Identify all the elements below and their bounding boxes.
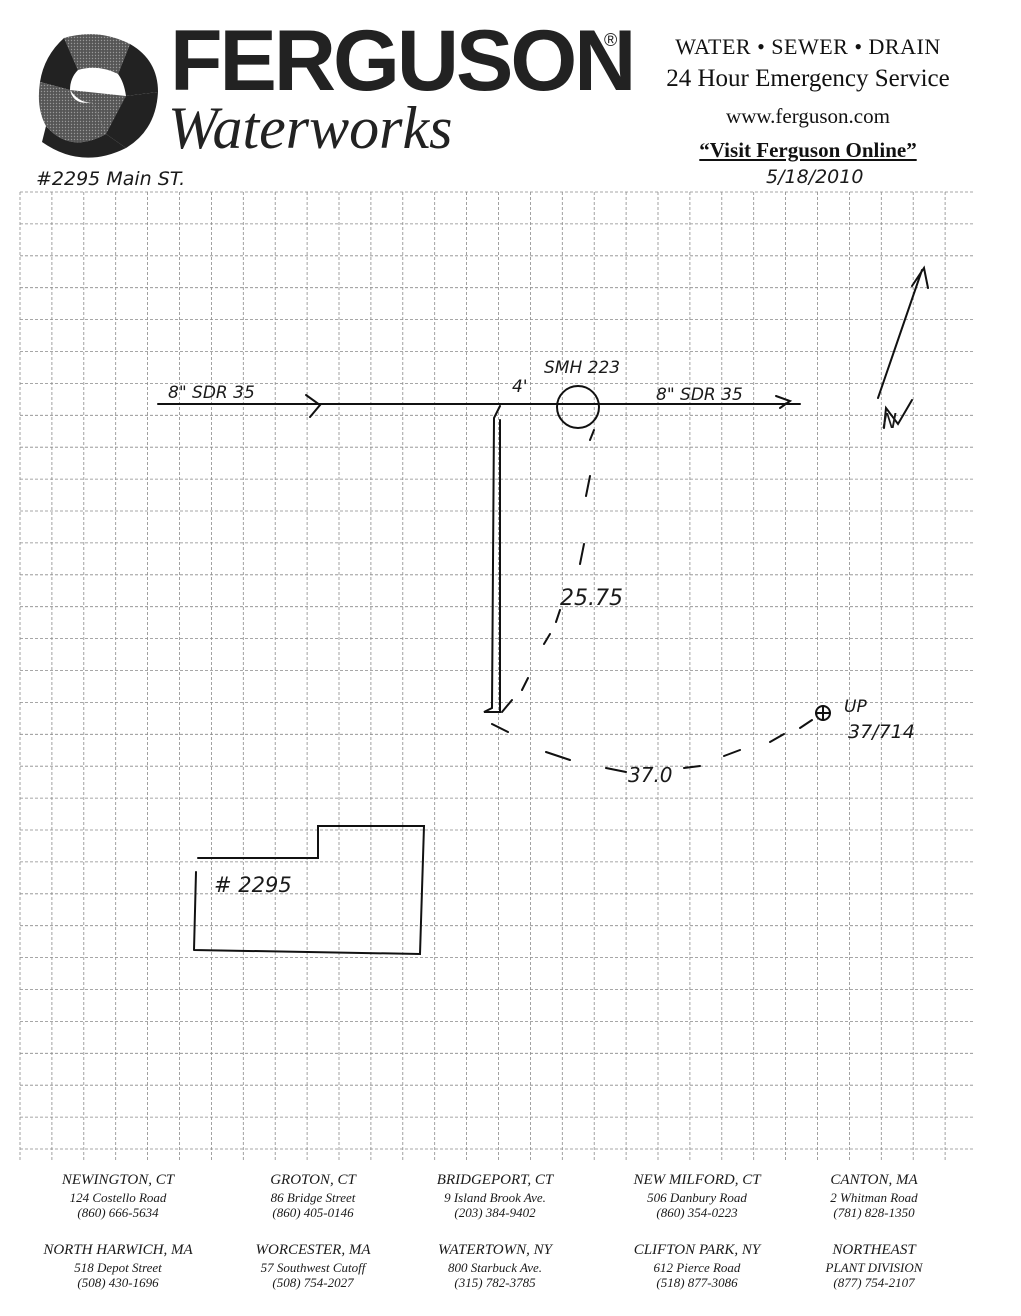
branch-phone: (860) 405-0146 (272, 1205, 354, 1221)
branch-address: 518 Depot Street (74, 1259, 162, 1275)
services-tagline: WATER • SEWER • DRAIN (675, 34, 941, 59)
brand-name: FERGUSON (170, 13, 636, 109)
branch-name: NEWINGTON, CT (61, 1172, 175, 1188)
label-pipe-right: 8" SDR 35 (656, 385, 743, 405)
emergency-service-line: 24 Hour Emergency Service (666, 65, 950, 92)
branch-address: 2 Whitman Road (830, 1189, 918, 1205)
handwritten-address: #2295 Main ST. (36, 168, 186, 190)
branch-name: GROTON, CT (270, 1172, 356, 1188)
handwritten-date: 5/18/2010 (766, 166, 864, 188)
branch-name: CLIFTON PARK, NY (633, 1242, 761, 1258)
branch-name: NORTHEAST (832, 1242, 916, 1258)
branch-name: CANTON, MA (830, 1172, 918, 1188)
branch-name: NORTH HARWICH, MA (43, 1242, 193, 1258)
label-utility-pole: UP (844, 697, 867, 717)
branch-phone: (315) 782-3785 (454, 1275, 536, 1291)
tie-line-vertical (501, 429, 595, 713)
branch-address: 506 Danbury Road (647, 1189, 747, 1205)
branch-name: WATERTOWN, NY (438, 1242, 552, 1258)
grid-lines (19, 191, 975, 1160)
label-north: N (882, 409, 897, 433)
label-dist-horizontal: 37.0 (628, 763, 673, 787)
label-pipe-left: 8" SDR 35 (168, 383, 255, 403)
branch-address: 57 Southwest Cutoff (260, 1259, 366, 1275)
manhole-circle (556, 385, 600, 429)
branch-name: WORCESTER, MA (255, 1242, 371, 1258)
branch-address: PLANT DIVISION (825, 1259, 923, 1275)
label-dist-vertical: 25.75 (560, 586, 623, 611)
branch-address: 86 Bridge Street (270, 1189, 356, 1205)
label-house: # 2295 (214, 873, 292, 897)
branch-address: 612 Pierce Road (653, 1259, 741, 1275)
branch-address: 9 Island Brook Ave. (444, 1189, 546, 1205)
branch-phone: (860) 354-0223 (656, 1205, 738, 1221)
branch-phone: (203) 384-9402 (454, 1205, 536, 1221)
branch-phone: (518) 877-3086 (656, 1275, 738, 1291)
brand-subtitle: Waterworks (168, 95, 453, 161)
branch-phone: (508) 430-1696 (77, 1275, 159, 1291)
website-link[interactable]: www.ferguson.com (726, 104, 890, 128)
ferguson-checker-logo-icon (38, 34, 158, 158)
branch-name: BRIDGEPORT, CT (436, 1172, 554, 1188)
flow-arrow-right (775, 395, 793, 409)
branch-address: 800 Starbuck Ave. (448, 1259, 542, 1275)
label-manhole: SMH 223 (544, 358, 620, 378)
branch-phone: (860) 666-5634 (77, 1205, 159, 1221)
branch-name: NEW MILFORD, CT (633, 1172, 761, 1188)
registered-mark: ® (604, 30, 618, 50)
tie-line-horizontal (491, 719, 813, 773)
lateral-line (483, 405, 501, 713)
branch-phone: (877) 754-2107 (833, 1275, 915, 1291)
flow-arrow-left (305, 394, 322, 418)
label-pole-number: 37/714 (848, 721, 915, 743)
sketch-drawing (157, 265, 929, 956)
north-arrow-icon (877, 265, 929, 399)
branch-address: 124 Costello Road (69, 1189, 167, 1205)
branch-phone: (781) 828-1350 (833, 1205, 915, 1221)
branch-phone: (508) 754-2027 (272, 1275, 354, 1291)
visit-online-link[interactable]: “Visit Ferguson Online” (699, 138, 917, 162)
label-offset: 4' (512, 377, 528, 397)
house-outline (193, 825, 426, 956)
